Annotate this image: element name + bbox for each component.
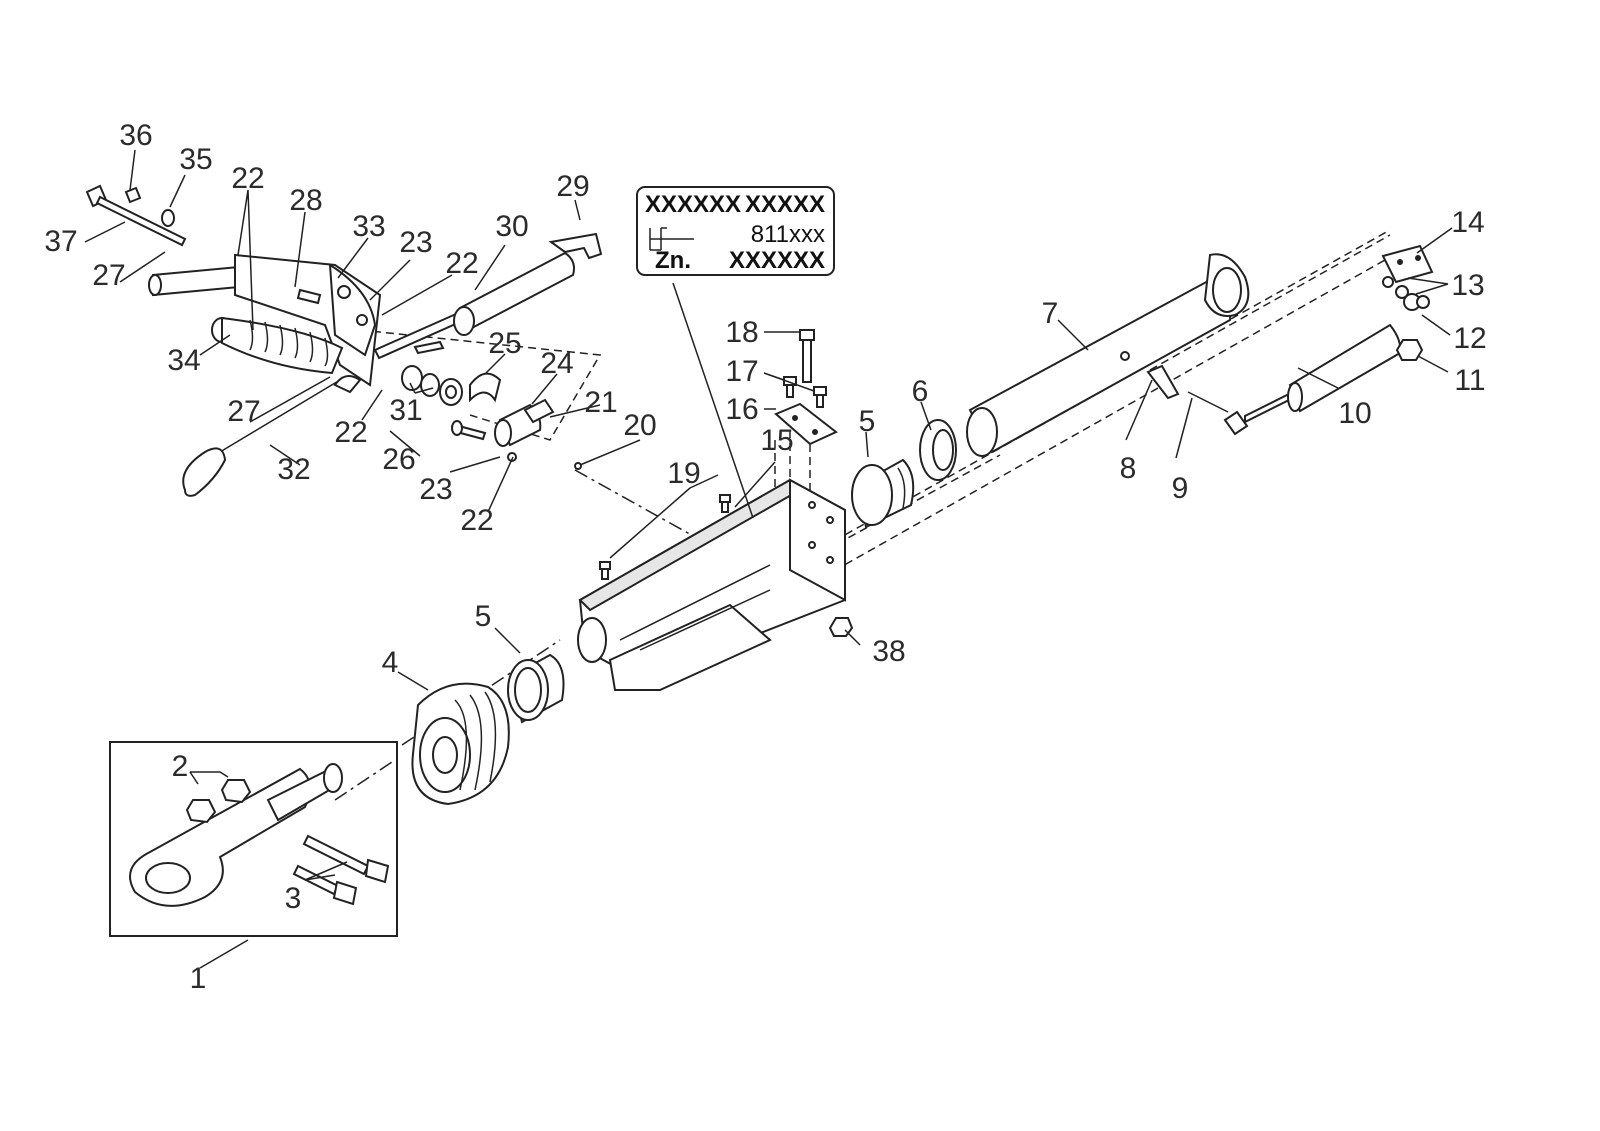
callout-23-top: 23 (399, 226, 432, 259)
callout-13: 13 (1451, 269, 1484, 302)
callout-25: 25 (488, 327, 521, 360)
callout-2: 2 (172, 750, 189, 783)
callout-24: 24 (540, 347, 573, 380)
plate-row1-left: XXXXXX (645, 191, 741, 218)
cover-plate (774, 402, 838, 446)
callout-22-bottom: 22 (460, 504, 493, 537)
callout-36: 36 (119, 119, 152, 152)
handle-bolt (85, 184, 187, 247)
latch-parts (451, 372, 582, 470)
callout-4: 4 (382, 646, 399, 679)
callout-12: 12 (1453, 322, 1486, 355)
callout-33: 33 (352, 210, 385, 243)
callout-31: 31 (389, 394, 422, 427)
bushing-front (507, 653, 565, 724)
plate-row3-left: Zn. (655, 247, 691, 274)
callout-35: 35 (179, 143, 212, 176)
main-frame (577, 478, 846, 691)
leader-lines (84, 149, 1453, 969)
callout-27-bottom: 27 (227, 395, 260, 428)
callout-19: 19 (667, 457, 700, 490)
nuts-and-washers (1382, 276, 1430, 361)
callout-labels: 1 2 3 4 5 5 6 7 8 9 10 11 12 13 14 15 16… (44, 119, 1486, 995)
pull-rope (182, 375, 362, 497)
callout-5-front: 5 (475, 600, 492, 633)
callout-28: 28 (289, 184, 322, 217)
pin (1146, 364, 1180, 400)
telescopic-tube (966, 253, 1250, 457)
callout-34: 34 (167, 344, 200, 377)
kit-box (109, 741, 398, 937)
callout-8: 8 (1120, 452, 1137, 485)
spring-pin (1187, 391, 1229, 413)
callout-10: 10 (1338, 397, 1371, 430)
plate-row2-right: 811xxx (751, 221, 825, 248)
callout-20: 20 (623, 409, 656, 442)
callout-32: 32 (277, 453, 310, 486)
plate-row3-right: XXXXXX (729, 247, 825, 274)
callout-22-mid: 22 (334, 416, 367, 449)
callout-16: 16 (725, 393, 758, 426)
plate-hook-symbol-icon (649, 227, 694, 251)
callout-1: 1 (190, 962, 207, 995)
callout-7: 7 (1042, 297, 1059, 330)
callout-17: 17 (725, 355, 758, 388)
callout-23-bottom: 23 (419, 473, 452, 506)
callout-9: 9 (1172, 472, 1189, 505)
bellows (411, 682, 510, 806)
towing-eye-hole (145, 862, 191, 894)
callout-26: 26 (382, 443, 415, 476)
callout-22-top: 22 (231, 162, 264, 195)
callout-3: 3 (285, 882, 302, 915)
callout-14: 14 (1451, 206, 1484, 239)
callout-21: 21 (584, 386, 617, 419)
seal-ring (919, 419, 957, 481)
lever-arm (148, 253, 382, 387)
handle-grip (453, 232, 603, 336)
callout-6: 6 (912, 375, 929, 408)
callout-5-rear: 5 (859, 405, 876, 438)
hitch-eye-assembly (109, 741, 398, 937)
callout-15: 15 (760, 424, 793, 457)
callout-18: 18 (725, 316, 758, 349)
callout-22-right: 22 (445, 247, 478, 280)
identification-plate: XXXXXX XXXXX 811xxx Zn. XXXXXX (636, 186, 835, 276)
compression-spring (211, 316, 344, 375)
callout-27-top: 27 (92, 259, 125, 292)
callout-29: 29 (556, 170, 589, 203)
plate-row1-right: XXXXX (745, 191, 825, 218)
mounting-plate (1381, 244, 1434, 284)
callout-37: 37 (44, 225, 77, 258)
bushing-rear (851, 458, 915, 529)
callout-38: 38 (872, 635, 905, 668)
hydraulic-cylinder (1223, 323, 1402, 436)
callout-11: 11 (1454, 364, 1485, 397)
callout-30: 30 (495, 210, 528, 243)
